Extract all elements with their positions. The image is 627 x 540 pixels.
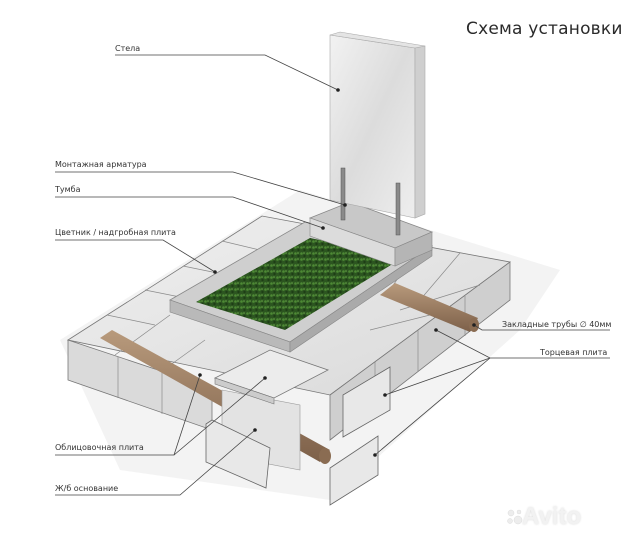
- label-tortsevaya: Торцевая плита: [540, 348, 608, 357]
- label-tumba: Тумба: [55, 185, 81, 194]
- rebar-right: [395, 182, 401, 236]
- label-tsvetnik: Цветник / надгробная плита: [55, 228, 176, 237]
- label-osnovanie: Ж/б основание: [55, 484, 119, 493]
- leader-lines: [55, 54, 610, 496]
- label-oblitsovochnaya: Облицовочная плита: [55, 443, 144, 452]
- end-plate-1: [342, 366, 391, 438]
- label-armatura: Монтажная арматура: [55, 160, 147, 169]
- rebar-left: [340, 167, 346, 221]
- label-truby: Закладные трубы ∅ 40мм: [502, 320, 612, 329]
- label-stela: Стела: [115, 44, 141, 53]
- diagram-title: Схема установки: [466, 19, 623, 39]
- leader-dots: [198, 88, 476, 457]
- pipe-back: [380, 283, 478, 332]
- facing-plate: [205, 419, 271, 489]
- watermark: Avito: [522, 503, 582, 530]
- end-plate-2: [329, 435, 379, 506]
- grass-bed: [196, 238, 404, 330]
- avito-logo-icon: [507, 509, 523, 525]
